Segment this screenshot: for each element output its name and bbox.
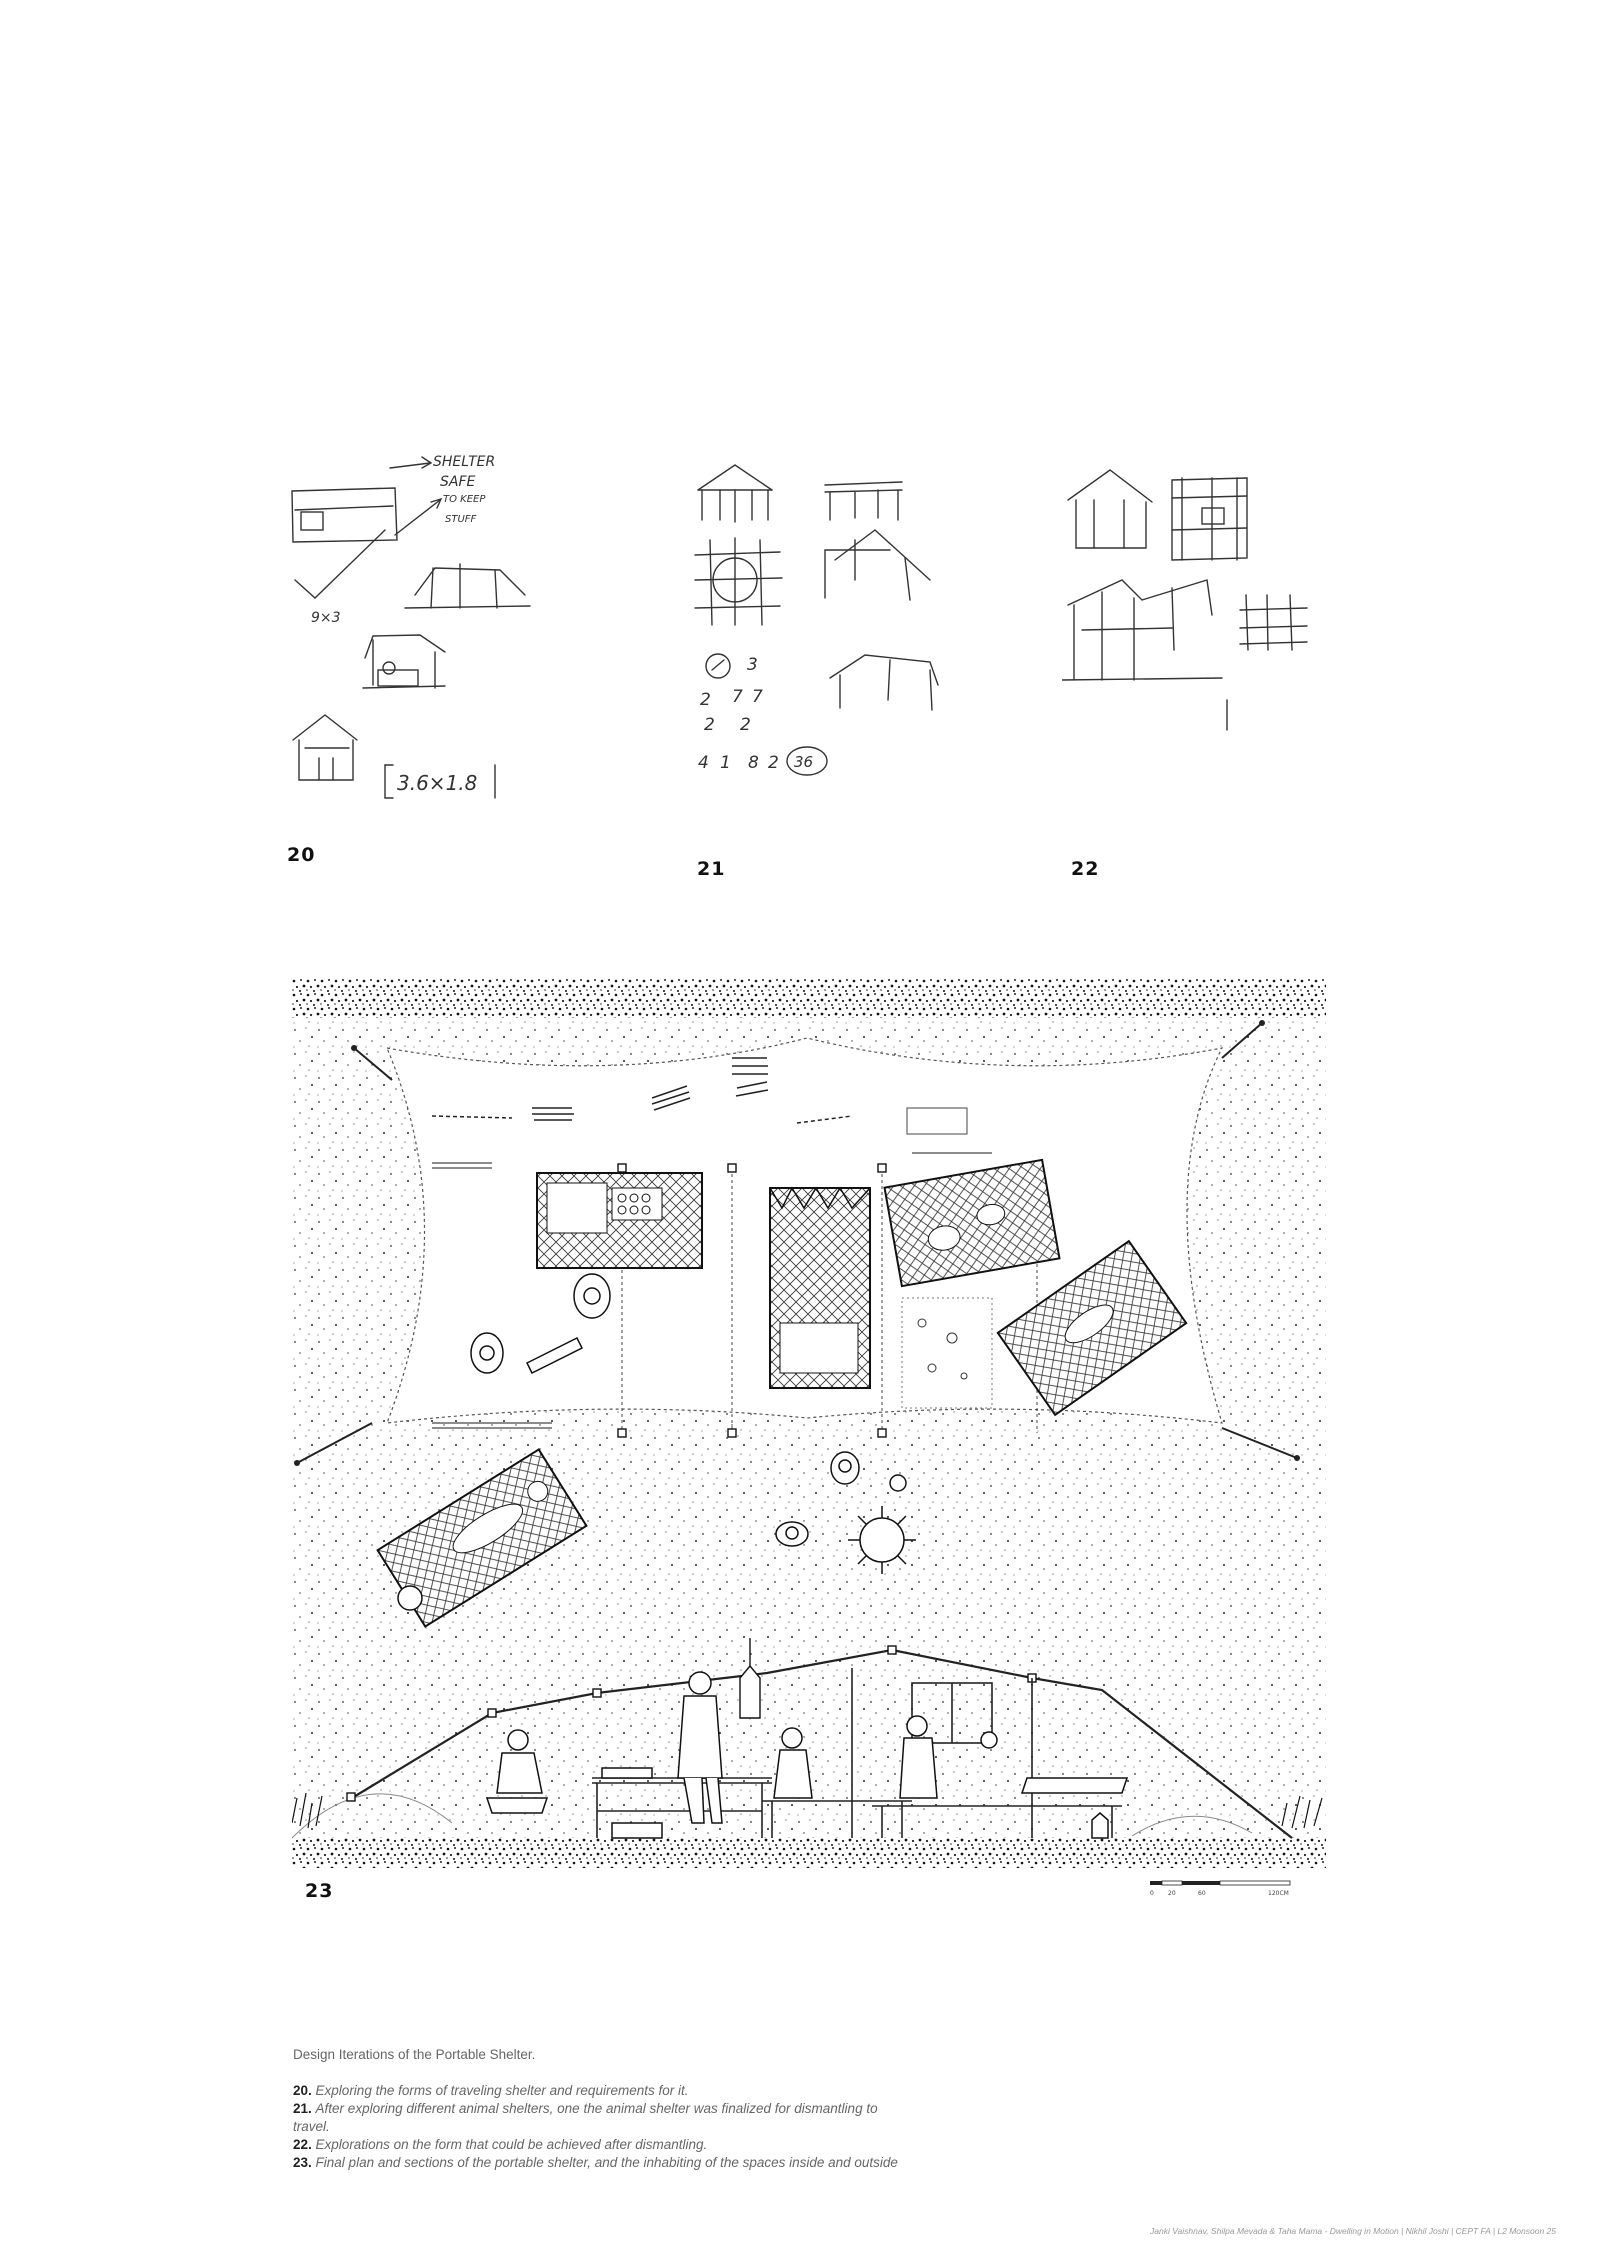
sketch-number: 2 <box>700 690 711 710</box>
caption-block: Design Iterations of the Portable Shelte… <box>293 2046 913 2172</box>
sketch-number: 7 <box>732 687 743 707</box>
sketch-figure-21: 3 2 7 7 2 2 4 1 8 2 36 <box>690 430 960 815</box>
caption-text: Final plan and sections of the portable … <box>315 2155 898 2170</box>
caption-number: 23. <box>293 2155 312 2170</box>
scale-tick-label: 60 <box>1198 1890 1206 1897</box>
sketch-number: 4 <box>698 753 709 773</box>
caption-number: 22. <box>293 2137 312 2152</box>
caption-item-22: 22. Explorations on the form that could … <box>293 2136 913 2154</box>
sketch-number: 3 <box>747 655 758 675</box>
plan-section-drawing-23 <box>292 978 1326 1868</box>
figure-number-20: 20 <box>287 844 316 866</box>
sketch-number: 2 <box>740 715 751 735</box>
caption-number: 21. <box>293 2101 312 2116</box>
caption-text: Exploring the forms of traveling shelter… <box>315 2083 689 2098</box>
figure-number-21: 21 <box>697 858 726 880</box>
caption-item-20: 20. Exploring the forms of traveling she… <box>293 2082 913 2100</box>
sketch-note-dimension: 9×3 <box>311 610 341 626</box>
caption-text: After exploring different animal shelter… <box>293 2101 878 2134</box>
caption-text: Explorations on the form that could be a… <box>315 2137 708 2152</box>
sketch-number: 7 <box>752 687 763 707</box>
sketch-number: 8 <box>748 753 759 773</box>
sketch-note-to-keep: TO KEEP <box>443 494 486 505</box>
sketch-figure-20: SHELTER SAFE TO KEEP STUFF 9×3 3.6×1.8 <box>285 430 575 815</box>
page-footer: Janki Vaishnav, Shilpa Mevada & Taha Mam… <box>1150 2226 1556 2236</box>
caption-number: 20. <box>293 2083 312 2098</box>
scale-bar: 0 20 60 120CM <box>1150 1875 1300 1905</box>
sketch-figure-22 <box>1062 430 1332 790</box>
scale-tick-label: 120CM <box>1268 1890 1289 1897</box>
figure-number-23: 23 <box>305 1880 334 1902</box>
sketch-note-shelter: SHELTER <box>433 454 495 470</box>
caption-heading: Design Iterations of the Portable Shelte… <box>293 2047 536 2062</box>
scale-tick-label: 20 <box>1168 1890 1176 1897</box>
sketch-number: 1 <box>720 753 731 773</box>
sketch-note-stuff: STUFF <box>445 514 477 525</box>
caption-item-21: 21. After exploring different animal she… <box>293 2100 913 2136</box>
scale-tick-label: 0 <box>1150 1890 1154 1897</box>
sketch-number: 2 <box>704 715 715 735</box>
sketch-note-size: 3.6×1.8 <box>397 771 477 795</box>
sketch-number-circled: 36 <box>794 753 813 771</box>
sketch-number: 2 <box>768 753 779 773</box>
figure-number-22: 22 <box>1071 858 1100 880</box>
sketch-note-safe: SAFE <box>440 474 476 490</box>
caption-item-23: 23. Final plan and sections of the porta… <box>293 2154 913 2172</box>
